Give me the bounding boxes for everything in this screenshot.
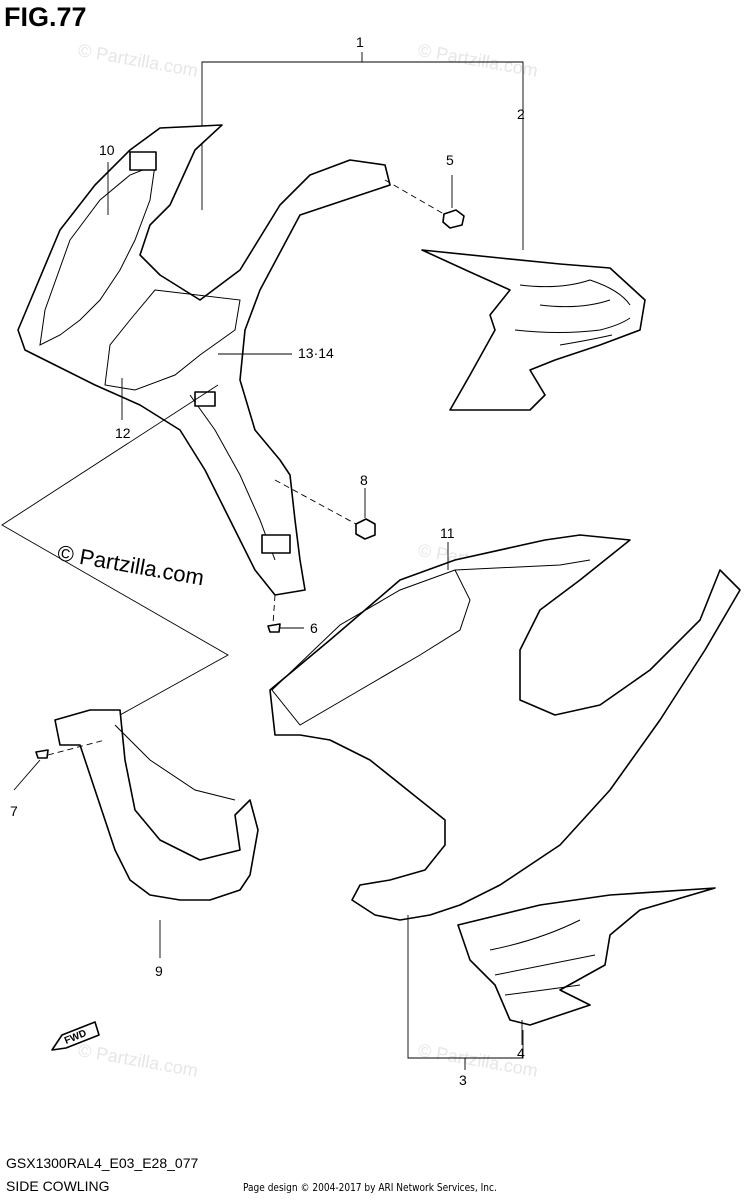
fwd-arrow-icon [51,1021,100,1051]
decal-part-2 [421,249,646,411]
callout-10: 10 [99,142,115,158]
decal-graphic [519,279,631,306]
lower-panel-part-9 [54,709,259,901]
decal-graphic [494,954,596,976]
side-cowling-part-3 [269,534,741,921]
inner-cowling-panel-12 [104,289,241,391]
decal-graphic [539,299,611,308]
callout-3: 3 [459,1072,467,1088]
dashed-line-5 [384,179,445,215]
decal-graphic [559,334,613,346]
dashed-line-6 [272,594,276,625]
callout-6: 6 [310,620,318,636]
callout-13-14: 13·14 [298,345,334,361]
callout-11: 11 [440,525,455,541]
section-name: SIDE COWLING [6,1178,110,1194]
callout-bracket-3 [407,915,524,1059]
dashed-line-8 [274,479,357,525]
inner-cowling-recess-10 [39,164,156,346]
callout-1: 1 [356,34,364,50]
model-code: GSX1300RAL4_E03_E28_077 [6,1155,199,1171]
decal-graphic [504,984,581,996]
assembly-guide-line [1,384,229,716]
side-cowling-crease [454,559,591,571]
decal-graphic [514,317,631,333]
callout-2: 2 [517,106,525,122]
callout-5: 5 [446,152,454,168]
callout-bracket-1 [201,61,524,250]
side-cowling-panel-11 [271,569,471,726]
nut-part-5 [442,209,465,229]
leader-line-7 [13,759,41,791]
figure-title: FIG.77 [4,2,87,32]
callout-12: 12 [115,425,131,441]
screw-part-7 [35,749,49,759]
callout-7: 7 [10,803,18,819]
callout-8: 8 [360,472,368,488]
lower-panel-edge [114,724,236,801]
page-credit: Page design © 2004-2017 by ARI Network S… [243,1181,497,1194]
inner-cowling-tab [129,151,157,171]
inner-cowling-tab [261,534,291,554]
decal-graphic [489,919,581,951]
screw-part-6 [267,623,281,633]
nut-part-8 [355,518,376,540]
callout-9: 9 [155,963,163,979]
inner-cowling-edge [189,394,276,561]
inner-cowling-tab [194,391,216,407]
callout-4: 4 [517,1045,525,1061]
inner-cowling-part [17,124,391,596]
